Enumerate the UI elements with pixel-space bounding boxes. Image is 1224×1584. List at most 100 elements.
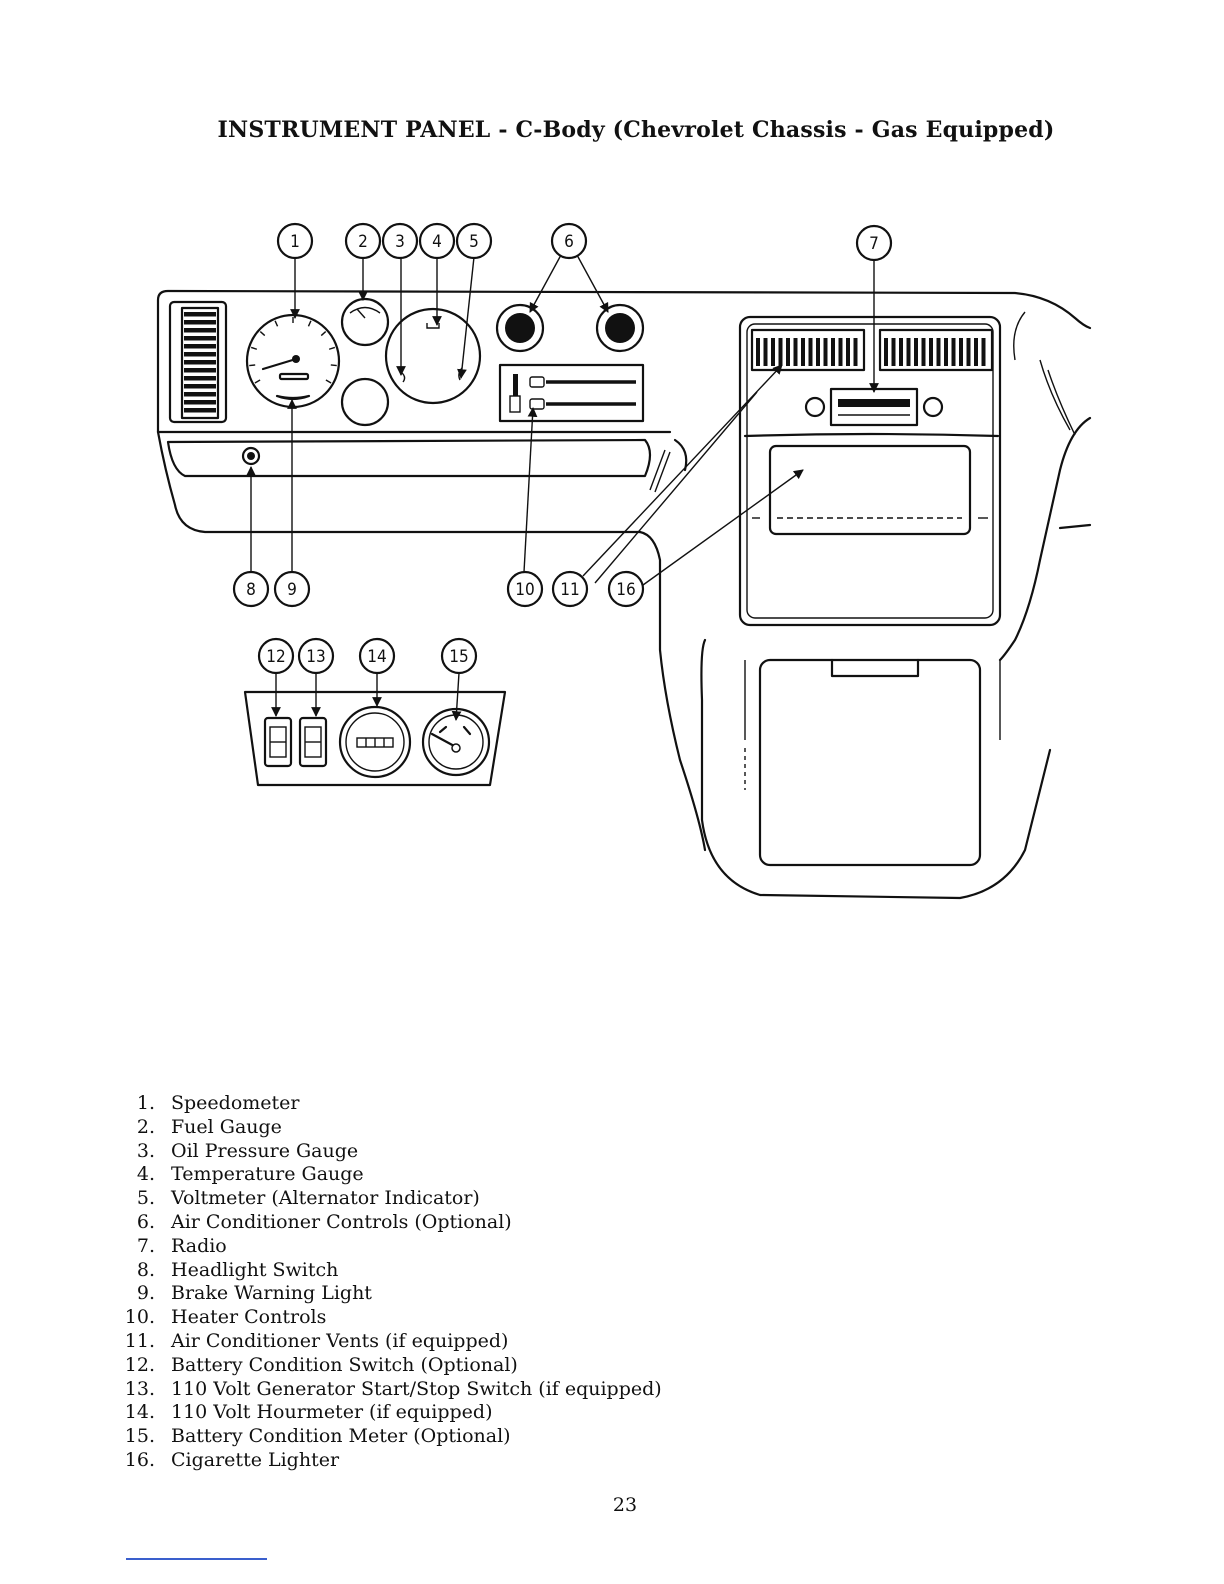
vent-slat bbox=[884, 338, 888, 366]
legend-item-number: 16. bbox=[124, 1448, 155, 1471]
vent-slat bbox=[951, 338, 956, 366]
legend-item-label: Headlight Switch bbox=[171, 1258, 339, 1281]
callout-9: 9 bbox=[273, 570, 311, 608]
svg-text:12: 12 bbox=[266, 647, 285, 667]
vent-slat bbox=[838, 338, 843, 366]
svg-text:3: 3 bbox=[395, 232, 405, 252]
callout-8: 8 bbox=[232, 570, 270, 608]
legend-item: 9.Brake Warning Light bbox=[118, 1282, 662, 1306]
leader-lines bbox=[246, 254, 879, 721]
legend-item-label: Heater Controls bbox=[171, 1306, 327, 1329]
callout-15: 15 bbox=[440, 637, 478, 675]
callout-1: 1 bbox=[276, 222, 314, 260]
center-console bbox=[738, 315, 1002, 627]
vent-slat bbox=[974, 338, 978, 366]
speedometer-tick bbox=[307, 320, 312, 327]
legend-item-number: 12. bbox=[124, 1353, 155, 1376]
heater-controls bbox=[498, 363, 645, 423]
vent-slat bbox=[184, 312, 216, 317]
vent-slat bbox=[846, 338, 850, 366]
speedometer-tick bbox=[274, 320, 279, 327]
legend-item: 16. Cigarette Lighter bbox=[118, 1449, 662, 1473]
vent-slat bbox=[771, 338, 775, 366]
legend-item-label: Fuel Gauge bbox=[171, 1115, 282, 1138]
vent-slat bbox=[184, 368, 216, 373]
legend-item-number: 11. bbox=[124, 1329, 155, 1352]
svg-text:1: 1 bbox=[290, 232, 300, 252]
callout-14: 14 bbox=[358, 637, 396, 675]
legend-item: 10. Heater Controls bbox=[118, 1306, 662, 1330]
legend-item: 14.110 Volt Hourmeter (if equipped) bbox=[118, 1401, 662, 1425]
vent-slat bbox=[891, 338, 896, 366]
instrument-panel-diagram: 1 2 3 4 5 6 7 8 9 10 11 16 12 13 14 15 bbox=[156, 222, 1092, 900]
left-air-vent bbox=[168, 300, 228, 424]
legend-item: 7.Radio bbox=[118, 1235, 662, 1259]
legend-item-label: Radio bbox=[171, 1234, 227, 1257]
blank-gauge-opening bbox=[340, 377, 390, 427]
svg-text:13: 13 bbox=[306, 647, 325, 667]
vent-slat bbox=[793, 338, 798, 366]
oil-temp-volt-gauge bbox=[384, 307, 482, 405]
legend-item: 3.Oil Pressure Gauge bbox=[118, 1140, 662, 1164]
headlight-switch bbox=[241, 446, 261, 466]
ac-control-knob-right bbox=[595, 303, 645, 353]
speedometer-tick bbox=[325, 379, 332, 384]
svg-text:9: 9 bbox=[287, 580, 297, 600]
legend-item: 4. Temperature Gauge bbox=[118, 1163, 662, 1187]
legend-item: 2.Fuel Gauge bbox=[118, 1116, 662, 1140]
vent-slat bbox=[184, 336, 216, 341]
svg-text:15: 15 bbox=[449, 647, 468, 667]
legend-item: 6.Air Conditioner Controls (Optional) bbox=[118, 1211, 662, 1235]
callout-16: 16 bbox=[607, 570, 645, 608]
vent-slat bbox=[816, 338, 820, 366]
legend-item-label: Air Conditioner Controls (Optional) bbox=[171, 1210, 512, 1233]
dashboard-outline bbox=[156, 289, 1092, 852]
legend-item: 13.110 Volt Generator Start/Stop Switch … bbox=[118, 1378, 662, 1402]
fuel-gauge bbox=[340, 297, 390, 347]
legend-item-number: 1. bbox=[136, 1092, 155, 1114]
vent-slat bbox=[184, 392, 216, 397]
vent-slat bbox=[801, 338, 805, 366]
callout-4: 4 bbox=[418, 222, 456, 260]
svg-text:16: 16 bbox=[616, 580, 635, 600]
legend-item-number: 5. bbox=[136, 1187, 155, 1210]
radio bbox=[804, 387, 944, 427]
svg-text:2: 2 bbox=[358, 232, 368, 252]
legend-item-label: Cigarette Lighter bbox=[171, 1448, 340, 1471]
vent-slat bbox=[936, 338, 941, 366]
speedometer-tick bbox=[328, 346, 336, 350]
vent-slat bbox=[184, 320, 216, 325]
speedometer-tick bbox=[330, 364, 337, 367]
legend-item-number: 14. bbox=[124, 1401, 155, 1424]
legend-item: 12.Battery Condition Switch (Optional) bbox=[118, 1354, 662, 1378]
legend-item: 15.Battery Condition Meter (Optional) bbox=[118, 1425, 662, 1449]
legend-item-label: Temperature Gauge bbox=[171, 1163, 364, 1186]
legend-item-label: Oil Pressure Gauge bbox=[171, 1139, 359, 1162]
legend-item-number: 10. bbox=[124, 1306, 155, 1329]
legend-item: 8.Headlight Switch bbox=[118, 1259, 662, 1283]
vent-slat bbox=[853, 338, 858, 366]
legend-item: 1.Speedometer bbox=[118, 1092, 662, 1116]
svg-text:11: 11 bbox=[560, 580, 579, 600]
speedometer-tick bbox=[254, 379, 261, 384]
ac-control-knob-left bbox=[495, 303, 545, 353]
legend-item-label: Brake Warning Light bbox=[171, 1282, 372, 1305]
callout-3: 3 bbox=[381, 222, 419, 260]
vent-slat bbox=[929, 338, 933, 366]
callout-10: 10 bbox=[506, 570, 544, 608]
vent-slat bbox=[906, 338, 911, 366]
legend-item-number: 4. bbox=[136, 1163, 155, 1186]
svg-text:6: 6 bbox=[564, 232, 574, 252]
svg-text:14: 14 bbox=[367, 647, 386, 667]
svg-text:7: 7 bbox=[869, 234, 879, 254]
callout-5: 5 bbox=[455, 222, 493, 260]
legend-item-label: Air Conditioner Vents (if equipped) bbox=[171, 1329, 509, 1352]
vent-slat bbox=[823, 338, 828, 366]
lower-console bbox=[700, 638, 1052, 900]
callout-13: 13 bbox=[297, 637, 335, 675]
legend-item-number: 13. bbox=[124, 1377, 155, 1400]
vent-slat bbox=[808, 338, 813, 366]
speedometer-tick bbox=[250, 346, 258, 350]
vent-slat bbox=[184, 408, 216, 413]
vent-slat bbox=[959, 338, 963, 366]
